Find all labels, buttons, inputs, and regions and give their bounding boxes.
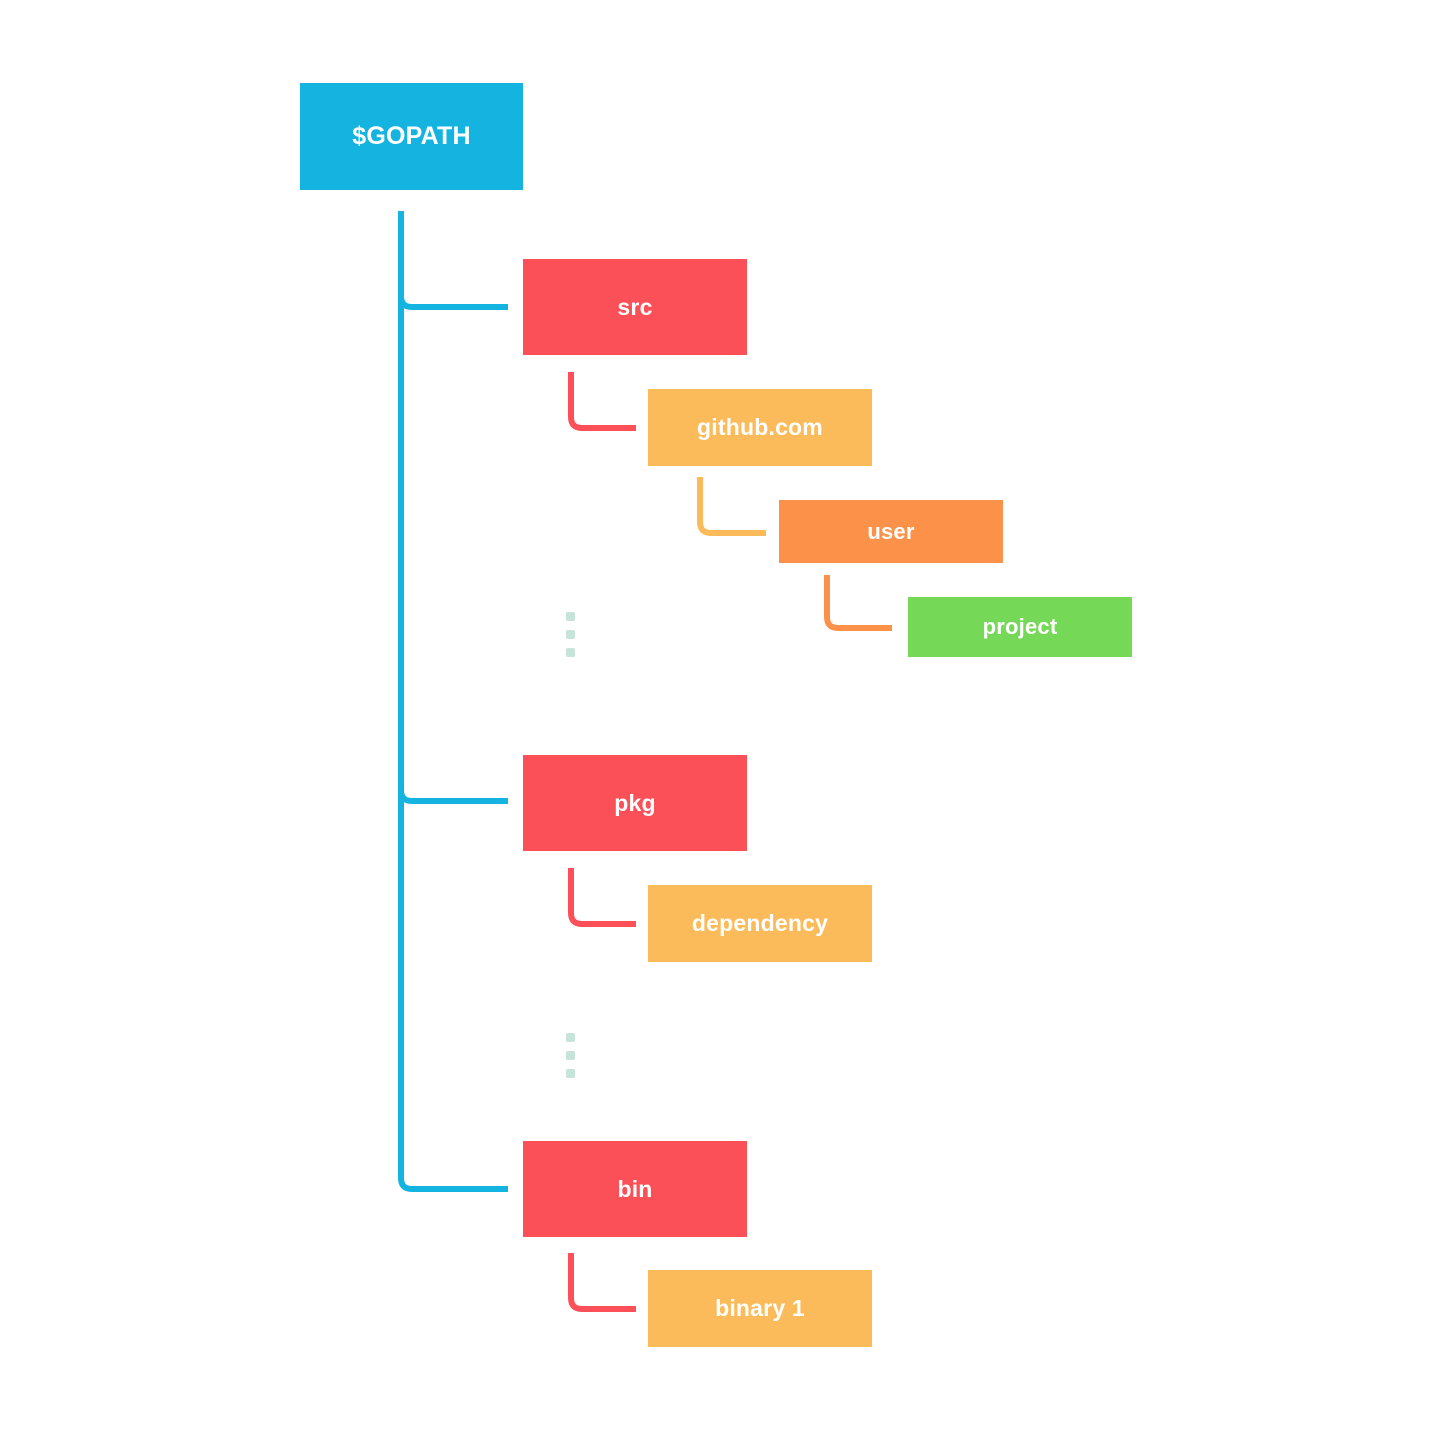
node-label-gopath: $GOPATH (352, 122, 471, 150)
link-gopath-trunk (398, 211, 508, 1192)
node-bin[interactable]: bin (523, 1141, 747, 1237)
node-user[interactable]: user (779, 500, 1003, 563)
ellipsis-pkg (566, 1033, 575, 1078)
node-label-project: project (982, 614, 1058, 639)
link-user-project (824, 575, 892, 631)
node-dependency[interactable]: dependency (648, 885, 872, 962)
ellipsis-dot (566, 648, 575, 657)
ellipsis-dot (566, 1069, 575, 1078)
link-gopath-src (398, 295, 508, 310)
link-gopath-pkg (398, 789, 508, 804)
node-pkg[interactable]: pkg (523, 755, 747, 851)
node-binary1[interactable]: binary 1 (648, 1270, 872, 1347)
node-project[interactable]: project (908, 597, 1132, 657)
node-label-user: user (867, 518, 915, 544)
link-src-github (568, 372, 636, 431)
node-github[interactable]: github.com (648, 389, 872, 466)
ellipsis-dot (566, 630, 575, 639)
node-label-src: src (617, 293, 653, 320)
node-label-github: github.com (697, 414, 823, 440)
node-label-binary1: binary 1 (715, 1295, 805, 1321)
node-label-bin: bin (617, 1175, 653, 1202)
link-bin-binary1 (568, 1253, 636, 1312)
ellipsis-src (566, 612, 575, 657)
ellipsis-dot (566, 612, 575, 621)
node-src[interactable]: src (523, 259, 747, 355)
link-github-user (697, 477, 766, 536)
node-label-dependency: dependency (691, 910, 829, 936)
ellipsis-dot (566, 1033, 575, 1042)
node-gopath[interactable]: $GOPATH (300, 83, 523, 190)
link-pkg-dependency (568, 868, 636, 927)
node-label-pkg: pkg (614, 789, 656, 816)
ellipsis-dot (566, 1051, 575, 1060)
